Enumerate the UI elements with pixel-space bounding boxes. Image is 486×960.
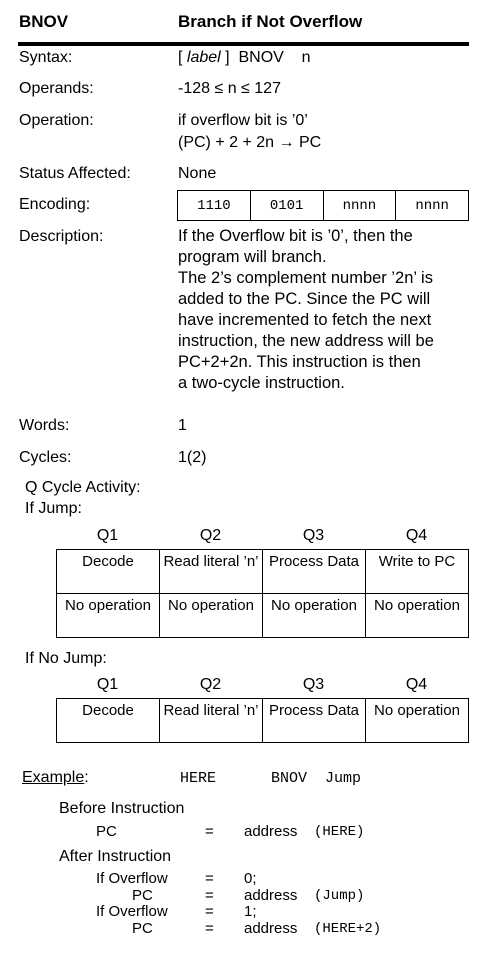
q-header-cell: Q4 [405, 676, 428, 693]
q-header-cell: Q2 [199, 676, 222, 693]
after-value: 1; [244, 903, 257, 920]
example-label: Example [22, 769, 85, 786]
after-name: PC [132, 887, 153, 904]
after-eq: = [205, 870, 214, 887]
encoding-field: 0101 [251, 191, 324, 220]
instruction-mnemonic: BNOV [19, 12, 69, 31]
example-colon: : [84, 769, 89, 786]
status-value: None [178, 165, 217, 182]
after-paren: (Jump) [314, 888, 365, 904]
table-row: Decode Read literal ’n’ Process Data No … [56, 698, 469, 743]
q-cell: No operation [262, 593, 366, 638]
q-header-cell: Q1 [96, 527, 119, 544]
operands-label: Operands: [19, 80, 94, 97]
before-paren: (HERE) [314, 824, 365, 840]
table-row: Decode Read literal ’n’ Process Data Wri… [56, 549, 469, 594]
q-header-cell: Q4 [405, 527, 428, 544]
after-eq: = [205, 887, 214, 904]
syntax-prefix: [ [178, 49, 187, 66]
before-title: Before Instruction [59, 800, 185, 817]
description-line: have incremented to fetch the next [178, 311, 432, 329]
q-cell: Write to PC [365, 549, 469, 594]
encoding-field: 1110 [178, 191, 251, 220]
q-cell: No operation [159, 593, 263, 638]
syntax-label: Syntax: [19, 49, 73, 66]
q-header-cell: Q3 [302, 527, 325, 544]
before-value: address [244, 823, 298, 840]
after-eq: = [205, 903, 214, 920]
cycles-value: 1(2) [178, 449, 207, 466]
q-cell: Read literal ’n’ [159, 549, 263, 594]
encoding-field: nnnn [415, 197, 449, 214]
description-line: instruction, the new address will be [178, 332, 434, 350]
instruction-title: Branch if Not Overflow [178, 12, 363, 31]
q-cell: Process Data [262, 549, 366, 594]
if-no-jump-label: If No Jump: [25, 650, 107, 667]
cycles-label: Cycles: [19, 449, 72, 466]
example-heading: Example: [22, 769, 89, 787]
q-cell: Decode [56, 549, 160, 594]
q-table-nojump: Decode Read literal ’n’ Process Data No … [56, 698, 469, 743]
operands-value: -128 ≤ n ≤ 127 [178, 80, 281, 97]
syntax-value: [ label ] BNOV n [178, 49, 311, 67]
q-cell: Decode [56, 698, 160, 743]
syntax-suffix: ] BNOV n [220, 49, 311, 66]
after-eq: = [205, 920, 214, 937]
operation-label: Operation: [19, 112, 94, 129]
q-header-nojump: Q1 Q2 Q3 Q4 [56, 676, 468, 694]
operation-line-2: (PC) + 2 + 2n → PC [178, 134, 322, 151]
after-value: address [244, 920, 298, 937]
after-name: PC [132, 920, 153, 937]
encoding-label: Encoding: [19, 196, 91, 213]
after-title: After Instruction [59, 848, 172, 865]
after-paren: (HERE+2) [314, 921, 382, 937]
after-name: If Overflow [96, 870, 168, 887]
q-cycle-title: Q Cycle Activity: [25, 479, 141, 496]
description-line: program will branch. [178, 248, 327, 266]
q-cell: No operation [365, 593, 469, 638]
after-value: 0; [244, 870, 257, 887]
table-row: No operation No operation No operation N… [56, 593, 469, 638]
q-header-cell: Q2 [199, 527, 222, 544]
description-line: PC+2+2n. This instruction is then [178, 353, 421, 371]
q-table-jump: Decode Read literal ’n’ Process Data Wri… [56, 549, 469, 638]
q-cell: Read literal ’n’ [159, 698, 263, 743]
example-code-label: HERE [180, 770, 217, 787]
after-name: If Overflow [96, 903, 168, 920]
description-line: added to the PC. Since the PC will [178, 290, 431, 308]
before-eq: = [205, 823, 214, 840]
q-header-jump: Q1 Q2 Q3 Q4 [56, 527, 468, 545]
if-jump-label: If Jump: [25, 500, 82, 517]
q-header-cell: Q1 [96, 676, 119, 693]
description-text: If the Overflow bit is ’0’, then the pro… [178, 226, 473, 394]
words-value: 1 [178, 417, 187, 434]
q-cell: No operation [56, 593, 160, 638]
before-name: PC [96, 823, 117, 840]
operation-line-1: if overflow bit is ’0’ [178, 112, 308, 129]
syntax-label-word: label [186, 49, 221, 66]
encoding-field: nnnn [324, 191, 397, 220]
q-header-cell: Q3 [302, 676, 325, 693]
status-label: Status Affected: [19, 165, 131, 182]
q-cell: Process Data [262, 698, 366, 743]
description-line: The 2’s complement number ’2n’ is [178, 269, 433, 287]
description-line: a two-cycle instruction. [178, 374, 345, 392]
description-label: Description: [19, 228, 104, 245]
after-value: address [244, 887, 298, 904]
encoding-box: 1110 0101 nnnn nnnn [177, 190, 469, 221]
header-rule [18, 42, 469, 46]
words-label: Words: [19, 417, 70, 434]
q-cell: No operation [365, 698, 469, 743]
description-line: If the Overflow bit is ’0’, then the [178, 227, 413, 245]
example-code-instruction: BNOV Jump [271, 770, 362, 787]
